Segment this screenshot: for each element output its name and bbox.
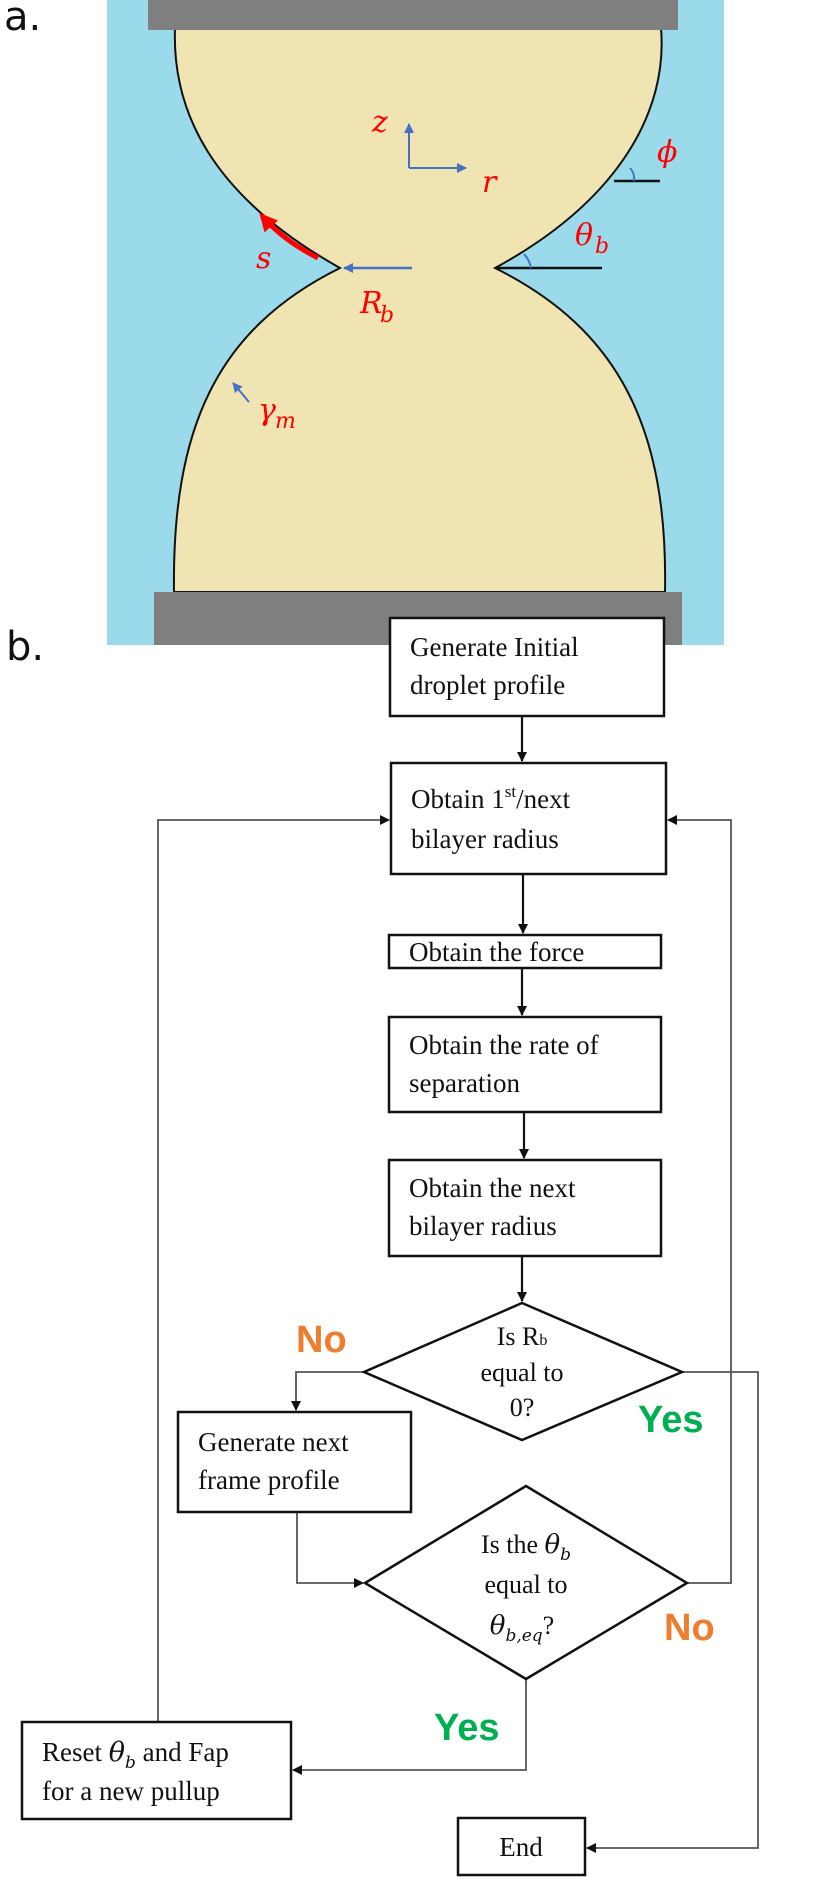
svg-text:Generate Initial: Generate Initial xyxy=(410,632,579,662)
svg-text:droplet profile: droplet profile xyxy=(410,670,565,700)
connector-frame-decision2 xyxy=(296,1512,364,1588)
step-generate-initial: Generate Initial droplet profile xyxy=(388,616,666,718)
z-label: z xyxy=(371,105,388,140)
gamma-m-label: γ m xyxy=(258,393,296,434)
svg-text:bilayer radius: bilayer radius xyxy=(411,824,559,854)
svg-text:0?: 0? xyxy=(510,1393,535,1422)
branch-label-theta-yes: Yes xyxy=(434,1707,500,1749)
svg-text:b: b xyxy=(595,234,609,259)
decision-is-theta-eq: Is the θb equal to θb,eq? xyxy=(362,1484,690,1681)
svg-text:b: b xyxy=(380,303,394,328)
connector-reset-loop xyxy=(157,815,390,1722)
phi-label: ϕ xyxy=(657,135,677,170)
phi-angle-arc xyxy=(629,167,636,182)
rb-label: R b xyxy=(359,286,394,328)
connector-rb-no xyxy=(291,1371,364,1411)
svg-text:γ: γ xyxy=(258,393,276,428)
svg-text:θ: θ xyxy=(575,218,593,253)
s-arc-arrow xyxy=(259,213,320,261)
svg-text:R: R xyxy=(359,286,383,321)
svg-text:Obtain the next: Obtain the next xyxy=(409,1173,576,1203)
decision-is-rb-zero: Is Rb equal to 0? xyxy=(360,1301,686,1442)
branch-label-rb-yes: Yes xyxy=(638,1399,704,1441)
svg-text:Obtain the rate of: Obtain the rate of xyxy=(409,1030,599,1060)
branch-label-theta-no: No xyxy=(664,1607,715,1649)
panel-a-label: a. xyxy=(4,0,41,40)
flowchart: Generate Initial droplet profile Obtain … xyxy=(20,616,759,1877)
svg-text:m: m xyxy=(275,409,296,434)
theta-b-label: θ b xyxy=(575,218,609,259)
svg-text:Is the θb: Is the θb xyxy=(481,1530,571,1565)
droplet-schematic: z r ϕ θ b s R b γ m xyxy=(107,0,724,645)
svg-text:equal to: equal to xyxy=(480,1358,563,1387)
svg-text:frame profile: frame profile xyxy=(198,1465,340,1495)
svg-text:Obtain 1st/next: Obtain 1st/next xyxy=(411,782,571,814)
svg-text:Obtain the force: Obtain the force xyxy=(409,937,584,967)
step-reset: Reset θb and Fap for a new pullup xyxy=(20,1720,293,1821)
svg-text:θb,eq?: θb,eq? xyxy=(490,1611,554,1646)
r-label: r xyxy=(482,165,498,200)
step-obtain-next-radius: Obtain the next bilayer radius xyxy=(387,1158,663,1258)
svg-text:separation: separation xyxy=(409,1068,520,1098)
step-obtain-rate: Obtain the rate of separation xyxy=(387,1015,663,1114)
svg-text:equal to: equal to xyxy=(484,1570,567,1599)
step-generate-next-frame: Generate next frame profile xyxy=(176,1410,413,1514)
svg-text:Generate next: Generate next xyxy=(198,1427,349,1457)
connector-theta-yes-reset xyxy=(292,1679,527,1775)
gamma-m-arrow xyxy=(232,382,250,403)
svg-text:bilayer radius: bilayer radius xyxy=(409,1211,557,1241)
s-label: s xyxy=(256,241,271,276)
top-plate xyxy=(148,0,678,30)
step-end: End xyxy=(456,1816,587,1877)
connector-theta-no-loop xyxy=(667,815,732,1584)
panel-b-label: b. xyxy=(6,624,44,670)
svg-text:Is Rb: Is Rb xyxy=(497,1322,548,1351)
branch-label-rb-no: No xyxy=(296,1319,347,1361)
step-obtain-bilayer-radius: Obtain 1st/next bilayer radius xyxy=(389,761,668,876)
step-obtain-force: Obtain the force xyxy=(387,933,663,970)
svg-text:for a new pullup: for a new pullup xyxy=(42,1776,220,1806)
theta-b-angle-arc xyxy=(523,253,532,269)
connector-rb-yes-end xyxy=(586,1371,759,1853)
svg-text:End: End xyxy=(499,1832,543,1862)
svg-text:Reset θb and Fap: Reset θb and Fap xyxy=(42,1737,229,1773)
